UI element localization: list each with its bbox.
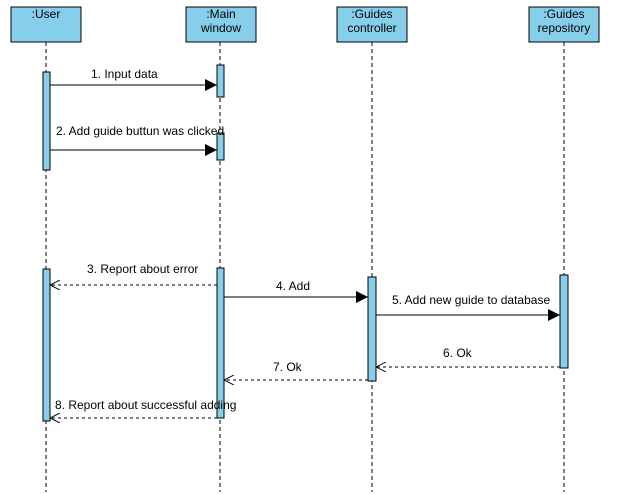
activation-main-window-2[interactable] <box>216 132 225 161</box>
participant-main-window-box <box>185 6 257 43</box>
message-6[interactable]: 6. Ok <box>376 346 560 367</box>
message-5-label: 5. Add new guide to database <box>392 293 550 307</box>
message-3-label: 3. Report about error <box>87 262 198 276</box>
participant-user-box <box>10 6 82 43</box>
participant-main-window-label-line1: :Main <box>206 7 235 21</box>
message-4-label: 4. Add <box>276 279 310 293</box>
participant-guides-controller[interactable]: :Guides controller <box>336 6 408 492</box>
participant-guides-repository-label-line2: repository <box>538 21 591 35</box>
participant-user-label: :User <box>32 7 61 21</box>
message-7-label: 7. Ok <box>273 360 303 374</box>
activation-main-window-3[interactable] <box>216 267 225 419</box>
participant-guides-controller-label-line2: controller <box>347 21 396 35</box>
activation-main-window-1[interactable] <box>216 64 225 98</box>
participant-guides-controller-box <box>336 6 408 43</box>
message-7[interactable]: 7. Ok <box>224 360 368 380</box>
activation-guides-repository[interactable] <box>559 274 569 369</box>
participant-guides-controller-label-line1: :Guides <box>351 7 392 21</box>
message-8-label: 8. Report about successful adding <box>55 398 236 412</box>
message-8[interactable]: 8. Report about successful adding <box>50 398 236 418</box>
activation-user-1[interactable] <box>42 71 51 171</box>
message-5[interactable]: 5. Add new guide to database <box>376 293 560 321</box>
participant-guides-repository-box <box>528 6 600 43</box>
message-1-label: 1. Input data <box>91 67 158 81</box>
participant-main-window-label-line2: window <box>200 21 241 35</box>
message-2[interactable]: 2. Add guide buttun was clicked <box>50 124 224 156</box>
message-2-label: 2. Add guide buttun was clicked <box>56 124 224 138</box>
activation-guides-controller[interactable] <box>367 276 377 382</box>
activation-user-2[interactable] <box>42 268 51 422</box>
participant-main-window[interactable]: :Main window <box>185 6 257 492</box>
message-4[interactable]: 4. Add <box>224 279 368 303</box>
message-3[interactable]: 3. Report about error <box>50 262 217 285</box>
participant-guides-repository[interactable]: :Guides repository <box>528 6 600 492</box>
participant-guides-repository-label-line1: :Guides <box>543 7 584 21</box>
message-1[interactable]: 1. Input data <box>50 67 217 91</box>
message-6-label: 6. Ok <box>443 346 473 360</box>
